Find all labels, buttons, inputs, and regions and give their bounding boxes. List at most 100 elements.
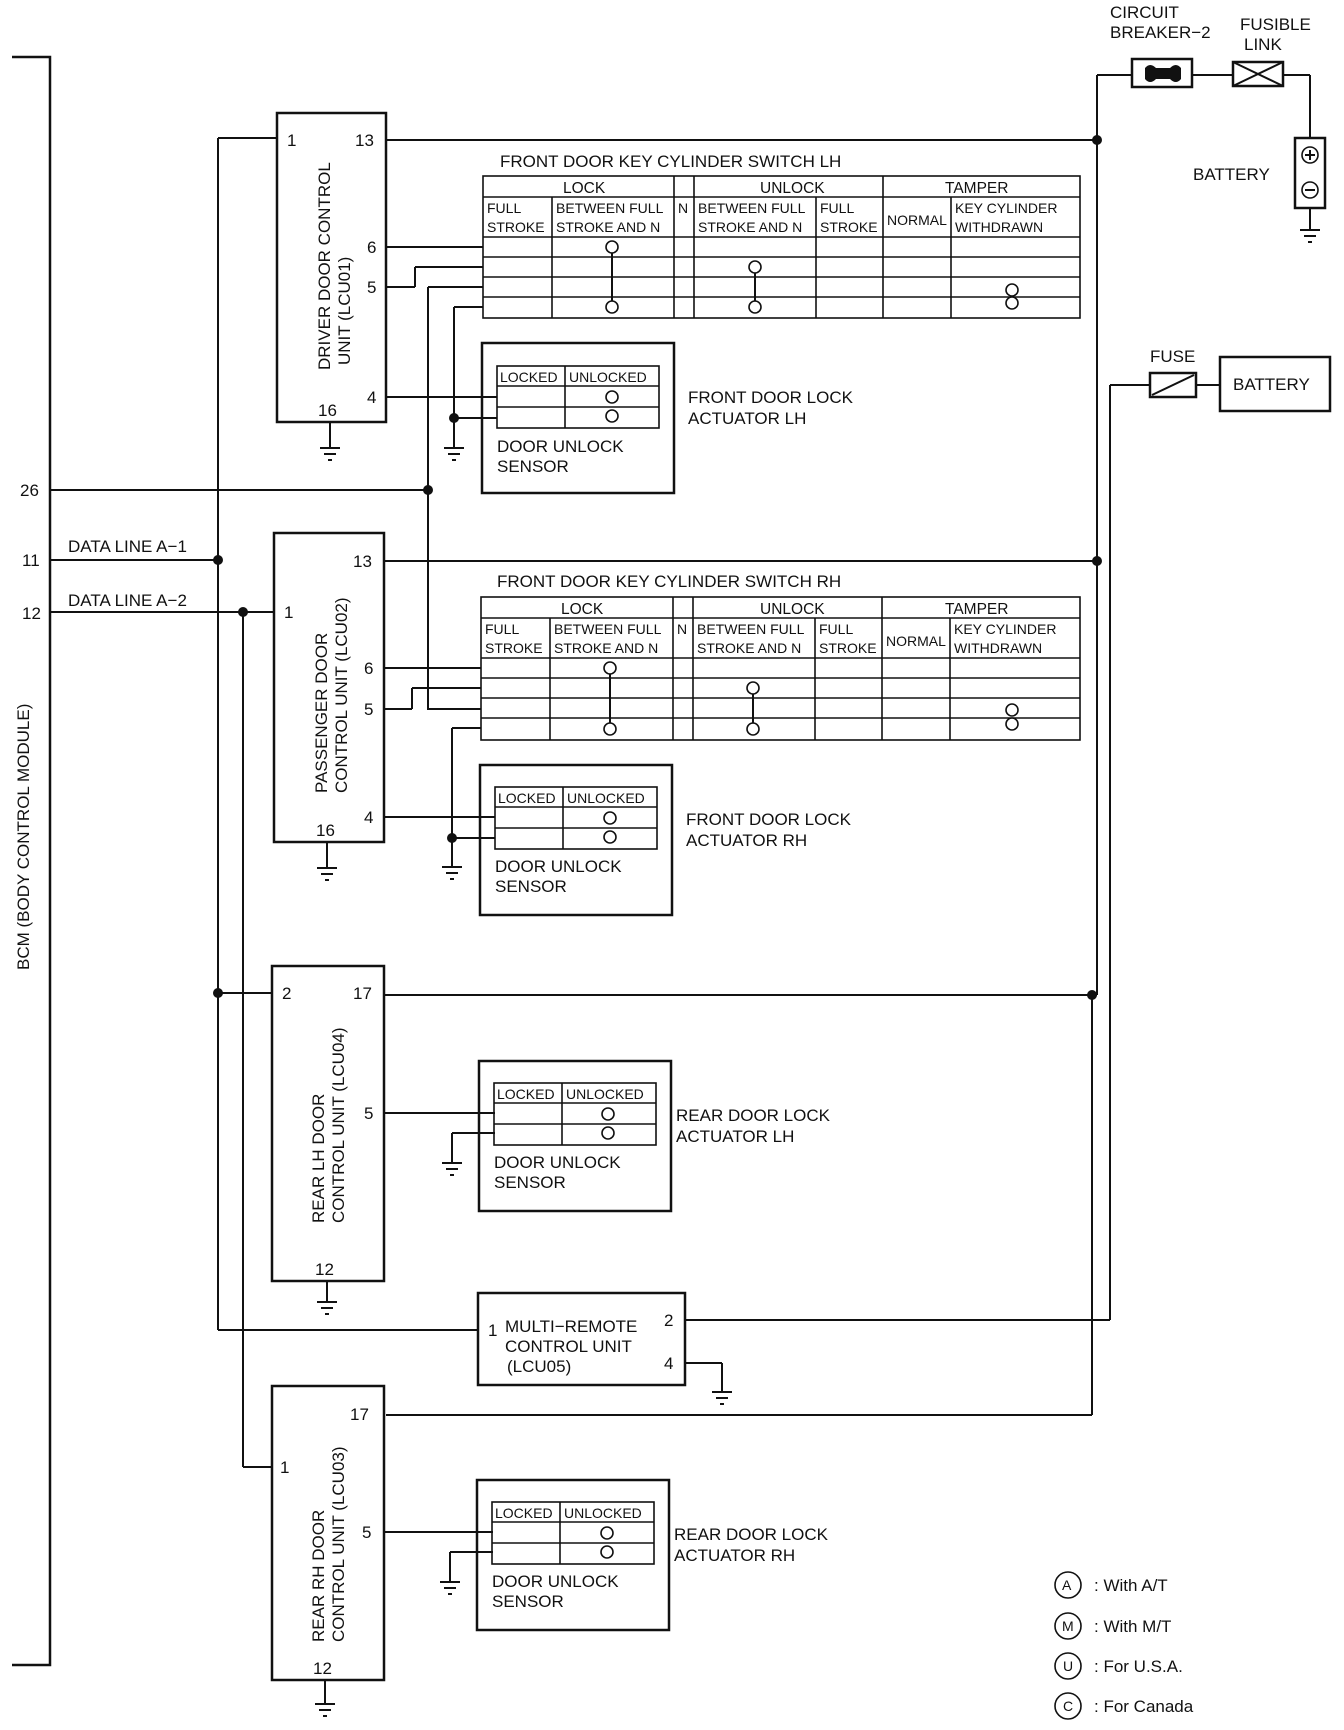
switch-rh-group-lock: LOCK (561, 601, 604, 618)
rear-rh-label-2: ACTUATOR RH (674, 1546, 795, 1565)
lcu01-name-2: UNIT (LCU01) (335, 257, 354, 365)
lcu01-pin-4: 4 (367, 388, 376, 407)
actuator-rrh-sensor-2: SENSOR (492, 1592, 564, 1611)
legend-text-c: : For Canada (1094, 1697, 1194, 1716)
lcu05-name-3: (LCU05) (507, 1357, 571, 1376)
actuator-lh-unlocked: UNLOCKED (569, 369, 647, 385)
rear-lh-label-1: REAR DOOR LOCK (676, 1106, 831, 1125)
lcu05-pin-1: 1 (488, 1321, 497, 1340)
switch-lh-col-1b: STROKE (487, 219, 545, 235)
actuator-lh-sensor-1: DOOR UNLOCK (497, 437, 624, 456)
lcu02-pin-6: 6 (364, 659, 373, 678)
actuator-rlh-sensor-1: DOOR UNLOCK (494, 1153, 621, 1172)
lcu03-name-1: REAR RH DOOR (309, 1510, 328, 1642)
actuator-rh-unlocked: UNLOCKED (567, 790, 645, 806)
actuator-rrh-sensor-1: DOOR UNLOCK (492, 1572, 619, 1591)
switch-rh-col-2b: STROKE AND N (554, 640, 658, 656)
lcu02-name-1: PASSENGER DOOR (312, 633, 331, 793)
lcu03-pin-1: 1 (280, 1458, 289, 1477)
junction-dots (213, 135, 1102, 1000)
lcu01-driver-door-control-unit: DRIVER DOOR CONTROL UNIT (LCU01) 1 13 6 … (275, 111, 388, 424)
switch-lh-col-7a: KEY CYLINDER (955, 200, 1057, 216)
switch-rh-title: FRONT DOOR KEY CYLINDER SWITCH RH (497, 572, 841, 591)
switch-lh-col-4b: STROKE AND N (698, 219, 802, 235)
battery-2-label: BATTERY (1233, 375, 1310, 394)
switch-lh-group-lock: LOCK (563, 180, 606, 197)
legend-symbol-c: C (1063, 1698, 1073, 1714)
rear-door-lock-actuator-rh: LOCKED UNLOCKED DOOR UNLOCK SENSOR REAR … (475, 1478, 829, 1632)
legend-symbol-a: A (1062, 1577, 1072, 1593)
battery-2-box (1218, 355, 1332, 413)
switch-rh-col-5a: FULL (819, 621, 853, 637)
switch-lh-col-4a: BETWEEN FULL (698, 200, 806, 216)
data-line-a2-label: DATA LINE A−2 (68, 591, 187, 610)
switch-lh-title: FRONT DOOR KEY CYLINDER SWITCH LH (500, 152, 841, 171)
switch-lh-col-1a: FULL (487, 200, 521, 216)
legend: A : With A/T M : With M/T U : For U.S.A.… (1054, 1571, 1194, 1720)
actuator-rlh-sensor-2: SENSOR (494, 1173, 566, 1192)
switch-lh-col-3: N (678, 200, 688, 216)
ground-icons (315, 229, 1320, 1717)
legend-text-m: : With M/T (1094, 1617, 1171, 1636)
rear-lh-label-2: ACTUATOR LH (676, 1127, 794, 1146)
lcu03-pin-17: 17 (350, 1405, 369, 1424)
circuit-breaker-label-2: BREAKER−2 (1110, 23, 1211, 42)
legend-text-a: : With A/T (1094, 1576, 1168, 1595)
switch-rh-contacts (603, 661, 1019, 736)
data-line-a1-label: DATA LINE A−1 (68, 537, 187, 556)
switch-lh-col-7b: WITHDRAWN (955, 219, 1043, 235)
lcu03-name-2: CONTROL UNIT (LCU03) (329, 1446, 348, 1642)
actuator-lh-locked: LOCKED (500, 369, 558, 385)
actuator-rh-sensor-2: SENSOR (495, 877, 567, 896)
front-door-lock-actuator-rh: LOCKED UNLOCKED DOOR UNLOCK SENSOR FRONT… (478, 763, 852, 917)
bcm-pin-11: 11 (22, 551, 40, 570)
power-supply: CIRCUIT BREAKER−2 FUSIBLE LINK BATTERY F… (1110, 3, 1332, 413)
switch-rh-col-7b: WITHDRAWN (954, 640, 1042, 656)
lcu01-pin-16: 16 (318, 401, 337, 420)
fuse-label: FUSE (1150, 347, 1195, 366)
switch-lh-col-2b: STROKE AND N (556, 219, 660, 235)
fusible-link-label-1: FUSIBLE (1240, 15, 1311, 34)
battery-1-label: BATTERY (1193, 165, 1270, 184)
actuator-rh-sensor-1: DOOR UNLOCK (495, 857, 622, 876)
switch-rh-group-unlock: UNLOCK (760, 601, 825, 618)
lcu04-name-1: REAR LH DOOR (309, 1094, 328, 1223)
switch-rh-col-1a: FULL (485, 621, 519, 637)
switch-rh-col-3: N (677, 621, 687, 637)
switch-lh-contacts (605, 240, 1019, 314)
legend-item-a: A : With A/T (1054, 1571, 1168, 1599)
switch-rh-col-5b: STROKE (819, 640, 877, 656)
front-rh-label-1: FRONT DOOR LOCK (686, 810, 852, 829)
actuator-rlh-unlocked: UNLOCKED (566, 1086, 644, 1102)
lcu05-name-2: CONTROL UNIT (505, 1337, 632, 1356)
switch-lh-col-2a: BETWEEN FULL (556, 200, 664, 216)
lcu05-name-1: MULTI−REMOTE (505, 1317, 637, 1336)
lcu04-pin-5: 5 (364, 1104, 373, 1123)
front-lh-label-2: ACTUATOR LH (688, 409, 806, 428)
switch-rh-group-tamper: TAMPER (945, 601, 1008, 618)
lcu01-pin-1: 1 (287, 131, 296, 150)
circuit-breaker-icon (1130, 57, 1194, 89)
switch-rh-col-4a: BETWEEN FULL (697, 621, 805, 637)
switch-lh-col-5b: STROKE (820, 219, 878, 235)
lcu02-pin-5: 5 (364, 700, 373, 719)
lcu03-rear-rh-door-control-unit: REAR RH DOOR CONTROL UNIT (LCU03) 17 1 5… (270, 1384, 386, 1682)
bcm-pin-26: 26 (20, 481, 39, 500)
rear-rh-label-1: REAR DOOR LOCK (674, 1525, 829, 1544)
actuator-rh-locked: LOCKED (498, 790, 556, 806)
lcu04-rear-lh-door-control-unit: REAR LH DOOR CONTROL UNIT (LCU04) 2 17 5… (270, 964, 386, 1283)
battery-icon (1293, 136, 1327, 210)
lcu03-pin-12: 12 (313, 1659, 332, 1678)
switch-rh-col-7a: KEY CYLINDER (954, 621, 1056, 637)
circuit-breaker-label-1: CIRCUIT (1110, 3, 1179, 22)
switch-lh-group-tamper: TAMPER (945, 180, 1008, 197)
switch-lh-col-6: NORMAL (887, 212, 947, 228)
fusible-link-icon (1231, 60, 1285, 88)
legend-item-m: M : With M/T (1054, 1612, 1171, 1640)
lcu01-pin-5: 5 (367, 278, 376, 297)
lcu04-name-2: CONTROL UNIT (LCU04) (329, 1027, 348, 1223)
fuse-icon (1148, 371, 1198, 399)
lcu02-passenger-door-control-unit: PASSENGER DOOR CONTROL UNIT (LCU02) 1 13… (272, 531, 386, 844)
legend-symbol-u: U (1063, 1658, 1073, 1674)
actuator-rrh-unlocked: UNLOCKED (564, 1505, 642, 1521)
